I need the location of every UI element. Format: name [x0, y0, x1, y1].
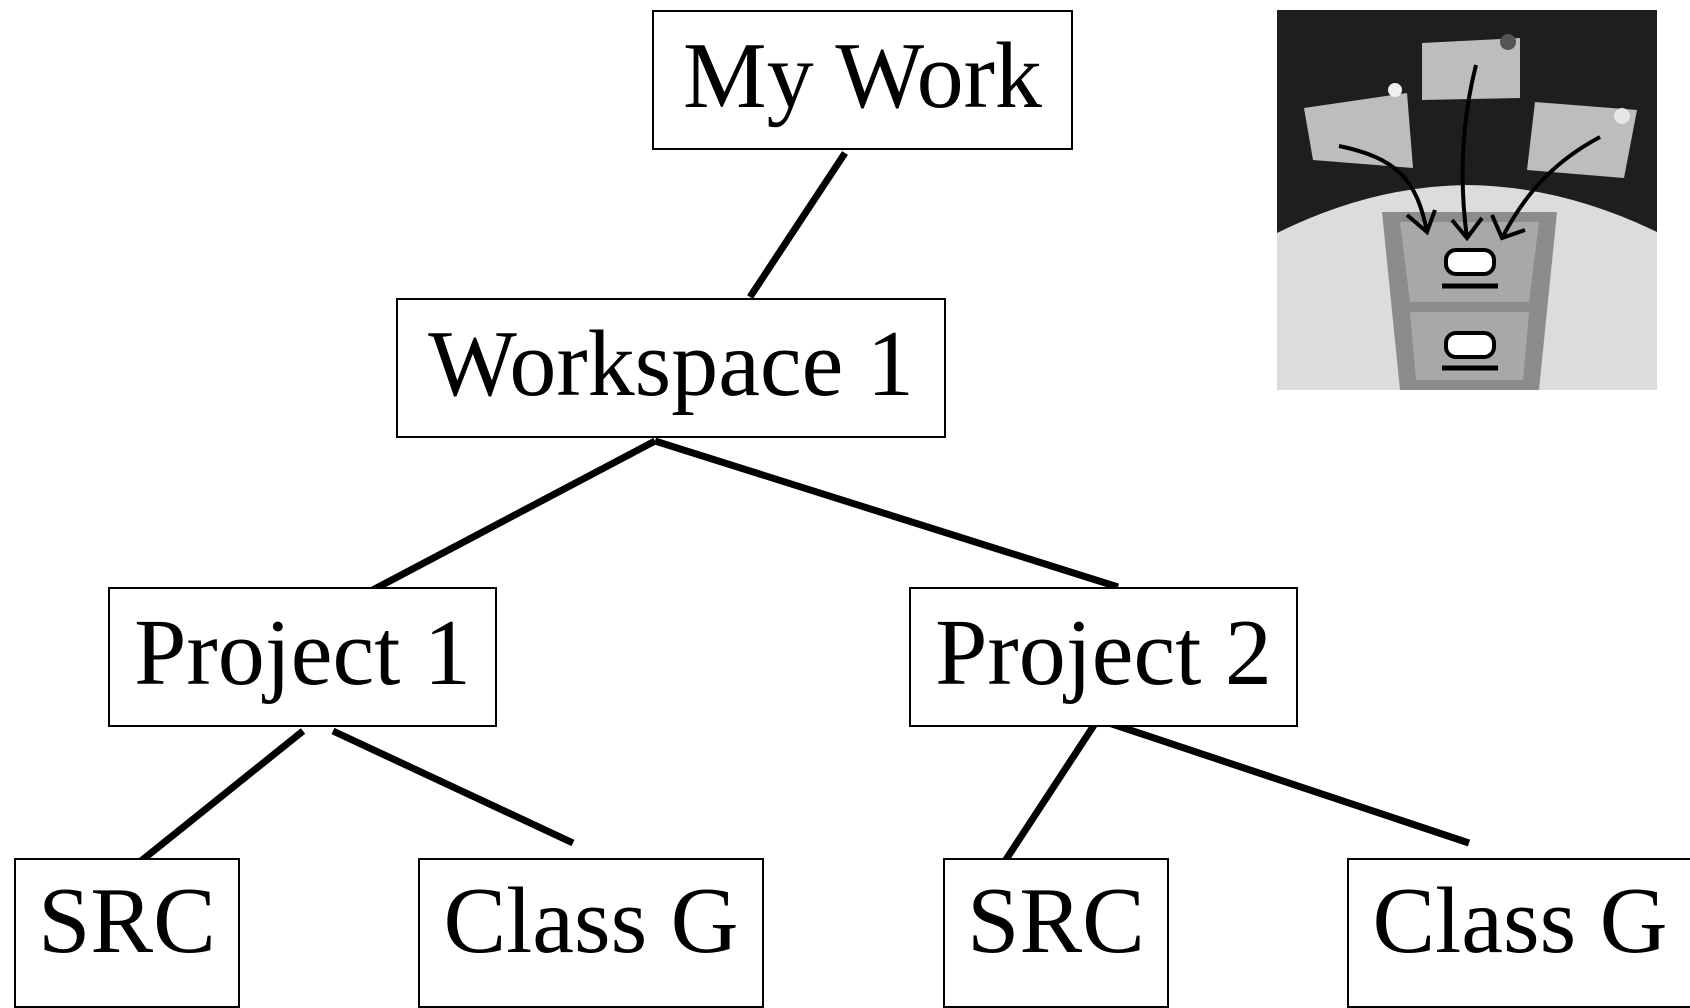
- node-label: Workspace 1: [428, 312, 914, 416]
- node-project-2: Project 2: [909, 587, 1298, 727]
- node-project2-src: SRC: [943, 858, 1169, 1008]
- node-label: SRC: [38, 869, 216, 973]
- file-cabinet-with-notes-icon: [1277, 10, 1657, 390]
- node-project-1: Project 1: [108, 587, 497, 727]
- node-label: Class G: [1372, 869, 1668, 973]
- edge-project2-src: [1002, 714, 1103, 863]
- edge-workspace-project2: [653, 437, 1120, 591]
- edge-workspace-project1: [348, 437, 657, 606]
- node-my-work: My Work: [652, 10, 1073, 150]
- edge-project1-src: [138, 728, 306, 864]
- node-label: Project 1: [134, 601, 471, 705]
- node-project1-class-g: Class G: [418, 858, 764, 1008]
- node-workspace-1: Workspace 1: [396, 298, 946, 438]
- edge-project1-classg: [331, 727, 575, 847]
- node-project1-src: SRC: [14, 858, 240, 1008]
- node-label: SRC: [967, 869, 1145, 973]
- edge-project2-classg: [1086, 712, 1471, 847]
- node-project2-class-g: Class G: [1347, 858, 1690, 1008]
- node-label: My Work: [683, 24, 1042, 128]
- node-label: Project 2: [935, 601, 1272, 705]
- node-label: Class G: [443, 869, 739, 973]
- edge-root-workspace: [747, 151, 848, 299]
